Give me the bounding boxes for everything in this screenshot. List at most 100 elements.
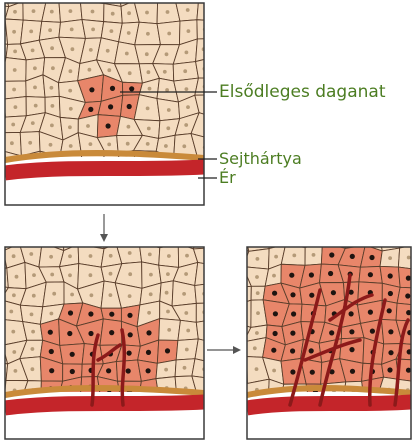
cell-nucleus xyxy=(29,252,33,256)
cell-nucleus xyxy=(388,256,392,260)
cell xyxy=(196,303,214,322)
cell-nucleus xyxy=(167,32,171,36)
cell-nucleus xyxy=(89,254,93,258)
cell-nucleus xyxy=(89,273,93,277)
tumor-nucleus xyxy=(70,369,75,374)
cell xyxy=(229,379,248,400)
cell xyxy=(59,0,83,1)
tumor-nucleus xyxy=(49,349,54,354)
cell xyxy=(193,230,218,249)
tumor-nucleus xyxy=(405,293,410,298)
cell-nucleus xyxy=(12,350,16,354)
cell-nucleus xyxy=(185,87,189,91)
cell-nucleus xyxy=(13,68,17,72)
tumor-nucleus xyxy=(109,312,114,317)
tumor-nucleus xyxy=(369,255,374,260)
cell-nucleus xyxy=(52,237,56,241)
cell-nucleus xyxy=(185,51,189,55)
cell-nucleus xyxy=(49,143,53,147)
cell-nucleus xyxy=(256,291,260,295)
cell-nucleus xyxy=(255,275,259,279)
cell xyxy=(23,0,46,2)
cell-nucleus xyxy=(88,68,92,72)
cell-nucleus xyxy=(183,69,187,73)
cell-nucleus xyxy=(90,293,94,297)
cell-nucleus xyxy=(146,32,150,36)
cell-nucleus xyxy=(407,256,411,260)
tumor-nucleus xyxy=(368,310,373,315)
cell-nucleus xyxy=(272,274,276,278)
cell-nucleus xyxy=(239,312,243,316)
cell-nucleus xyxy=(69,144,73,148)
cell-nucleus xyxy=(182,292,186,296)
cell-nucleus xyxy=(292,254,296,258)
cell-nucleus xyxy=(149,273,153,277)
cell-nucleus xyxy=(187,29,191,33)
cell-nucleus xyxy=(204,237,208,241)
cell-nucleus xyxy=(312,253,316,257)
cell-nucleus xyxy=(236,275,240,279)
cell-nucleus xyxy=(165,291,169,295)
cell xyxy=(0,226,3,251)
cell xyxy=(0,300,1,320)
tumor-nucleus xyxy=(70,352,75,357)
cell-nucleus xyxy=(14,105,18,109)
cell-nucleus xyxy=(149,292,153,296)
cell-nucleus xyxy=(50,86,54,90)
cell-nucleus xyxy=(70,236,74,240)
cell-nucleus xyxy=(68,125,72,129)
cell-nucleus xyxy=(185,235,189,239)
cell xyxy=(139,225,160,248)
cell-nucleus xyxy=(186,105,190,109)
cell-nucleus xyxy=(274,255,278,259)
tumor-nucleus xyxy=(310,370,315,375)
cell-nucleus xyxy=(11,330,15,334)
cell-nucleus xyxy=(68,89,72,93)
cell-nucleus xyxy=(90,235,94,239)
cell-nucleus xyxy=(145,11,149,15)
tumor-nucleus xyxy=(127,104,132,109)
cell-nucleus xyxy=(31,49,35,53)
cell-nucleus xyxy=(237,331,241,335)
cell-nucleus xyxy=(12,254,16,258)
cell-nucleus xyxy=(165,52,169,56)
cell-nucleus xyxy=(50,124,54,128)
tumor-nucleus xyxy=(128,332,133,337)
cell-nucleus xyxy=(388,236,392,240)
label-primary-tumor: Elsődleges daganat xyxy=(219,84,385,100)
cell-nucleus xyxy=(164,368,168,372)
tumor-nucleus xyxy=(126,368,131,373)
tumor-nucleus xyxy=(88,107,93,112)
cell-nucleus xyxy=(146,107,150,111)
cell-nucleus xyxy=(69,9,73,13)
tumor-nucleus xyxy=(406,276,411,281)
cell-nucleus xyxy=(256,257,260,261)
cell-nucleus xyxy=(89,48,93,52)
tumor-nucleus xyxy=(387,367,392,372)
cell-nucleus xyxy=(33,86,37,90)
cell-nucleus xyxy=(50,273,54,277)
cell xyxy=(195,262,218,285)
cell-nucleus xyxy=(166,272,170,276)
cell-nucleus xyxy=(69,69,73,73)
cell-nucleus xyxy=(70,293,74,297)
cell-nucleus xyxy=(125,52,129,56)
cell xyxy=(226,357,247,384)
cell-nucleus xyxy=(128,251,132,255)
tumor-nucleus xyxy=(88,311,93,316)
cell-nucleus xyxy=(9,310,13,314)
tumor-nucleus xyxy=(165,348,170,353)
cell-nucleus xyxy=(205,254,209,258)
tumor-nucleus xyxy=(109,330,114,335)
panel-growth xyxy=(0,224,218,439)
tumor-nucleus xyxy=(273,331,278,336)
cell-nucleus xyxy=(32,273,36,277)
tumor-nucleus xyxy=(388,273,393,278)
tumor-nucleus xyxy=(388,350,393,355)
tumor-nucleus xyxy=(127,313,132,318)
cell xyxy=(177,226,199,249)
cell-nucleus xyxy=(145,52,149,56)
cell-nucleus xyxy=(237,234,241,238)
cell-nucleus xyxy=(127,11,131,15)
